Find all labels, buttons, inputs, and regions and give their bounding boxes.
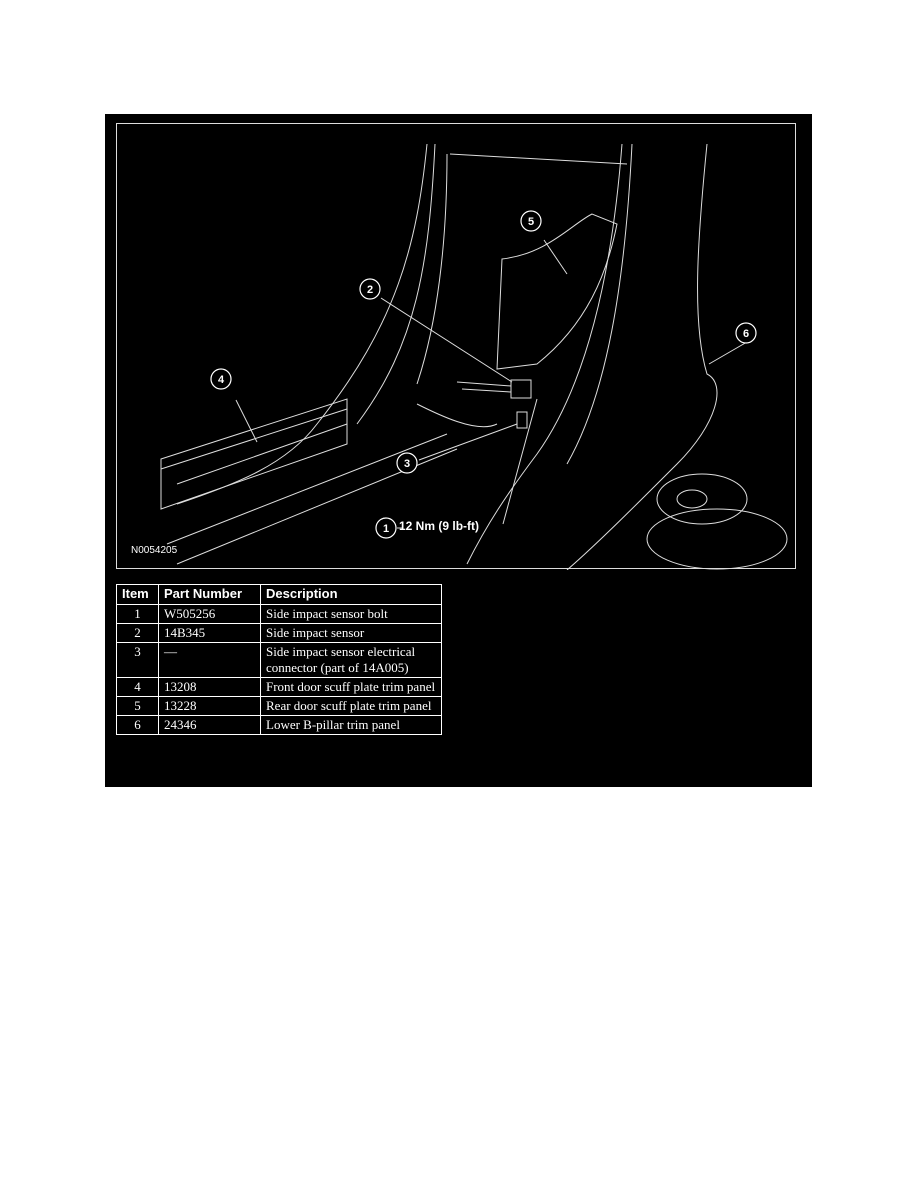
- callout-5: 5: [520, 210, 542, 232]
- svg-text:5: 5: [528, 216, 534, 228]
- svg-text:4: 4: [218, 374, 225, 386]
- cell-desc: Lower B-pillar trim panel: [260, 715, 442, 735]
- svg-text:3: 3: [404, 458, 410, 470]
- cell-desc: Rear door scuff plate trim panel: [260, 696, 442, 716]
- cell-part: 14B345: [158, 623, 261, 643]
- cell-item: 6: [116, 715, 159, 735]
- header-item: Item: [116, 584, 159, 605]
- svg-text:1: 1: [383, 523, 389, 535]
- cell-item: 5: [116, 696, 159, 716]
- cell-desc: Front door scuff plate trim panel: [260, 677, 442, 697]
- torque-spec: 12 Nm (9 lb-ft): [399, 519, 480, 533]
- header-part-number: Part Number: [158, 584, 261, 605]
- svg-text:2: 2: [367, 284, 373, 296]
- callout-4: 4: [210, 368, 232, 390]
- cell-item: 4: [116, 677, 159, 697]
- cell-item: 3: [116, 642, 159, 678]
- cell-part: —: [158, 642, 261, 678]
- cell-desc: Side impact sensor electrical connector …: [260, 642, 442, 678]
- cell-part: 13208: [158, 677, 261, 697]
- callout-1: 1: [375, 517, 397, 539]
- table-row: 3—Side impact sensor electrical connecto…: [116, 642, 442, 678]
- callout-3: 3: [396, 452, 418, 474]
- cell-part: 24346: [158, 715, 261, 735]
- document-panel: 1 2 3 4 5 6 12 Nm (9 lb-ft) N0054205 Ite…: [105, 114, 812, 787]
- cell-item: 2: [116, 623, 159, 643]
- cell-desc: Side impact sensor: [260, 623, 442, 643]
- figure-id: N0054205: [131, 545, 178, 556]
- header-description: Description: [260, 584, 442, 605]
- exploded-view-diagram: 1 2 3 4 5 6 12 Nm (9 lb-ft) N0054205: [116, 123, 796, 570]
- callout-2: 2: [359, 278, 381, 300]
- table-header-row: Item Part Number Description: [116, 584, 442, 605]
- cell-part: 13228: [158, 696, 261, 716]
- svg-text:6: 6: [743, 328, 749, 340]
- cell-desc: Side impact sensor bolt: [260, 604, 442, 624]
- cell-item: 1: [116, 604, 159, 624]
- callout-6: 6: [735, 322, 757, 344]
- cell-part: W505256: [158, 604, 261, 624]
